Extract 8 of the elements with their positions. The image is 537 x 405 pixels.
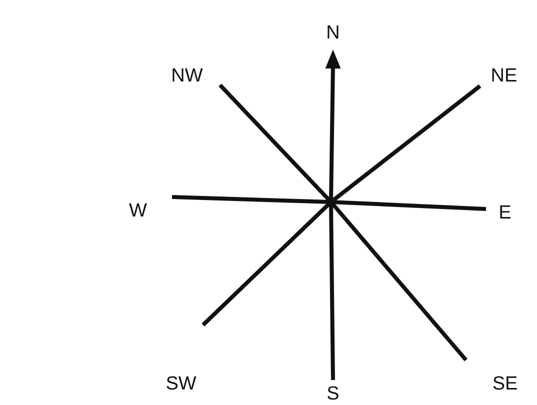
direction-label: E (498, 204, 512, 222)
direction-label: W (129, 202, 147, 220)
direction-label: NW (171, 66, 203, 86)
direction-label: NE (490, 66, 518, 86)
direction-label: S (326, 384, 340, 404)
direction-label: N (326, 24, 340, 42)
direction-label: SE (492, 374, 518, 394)
direction-label: SW (166, 374, 196, 394)
